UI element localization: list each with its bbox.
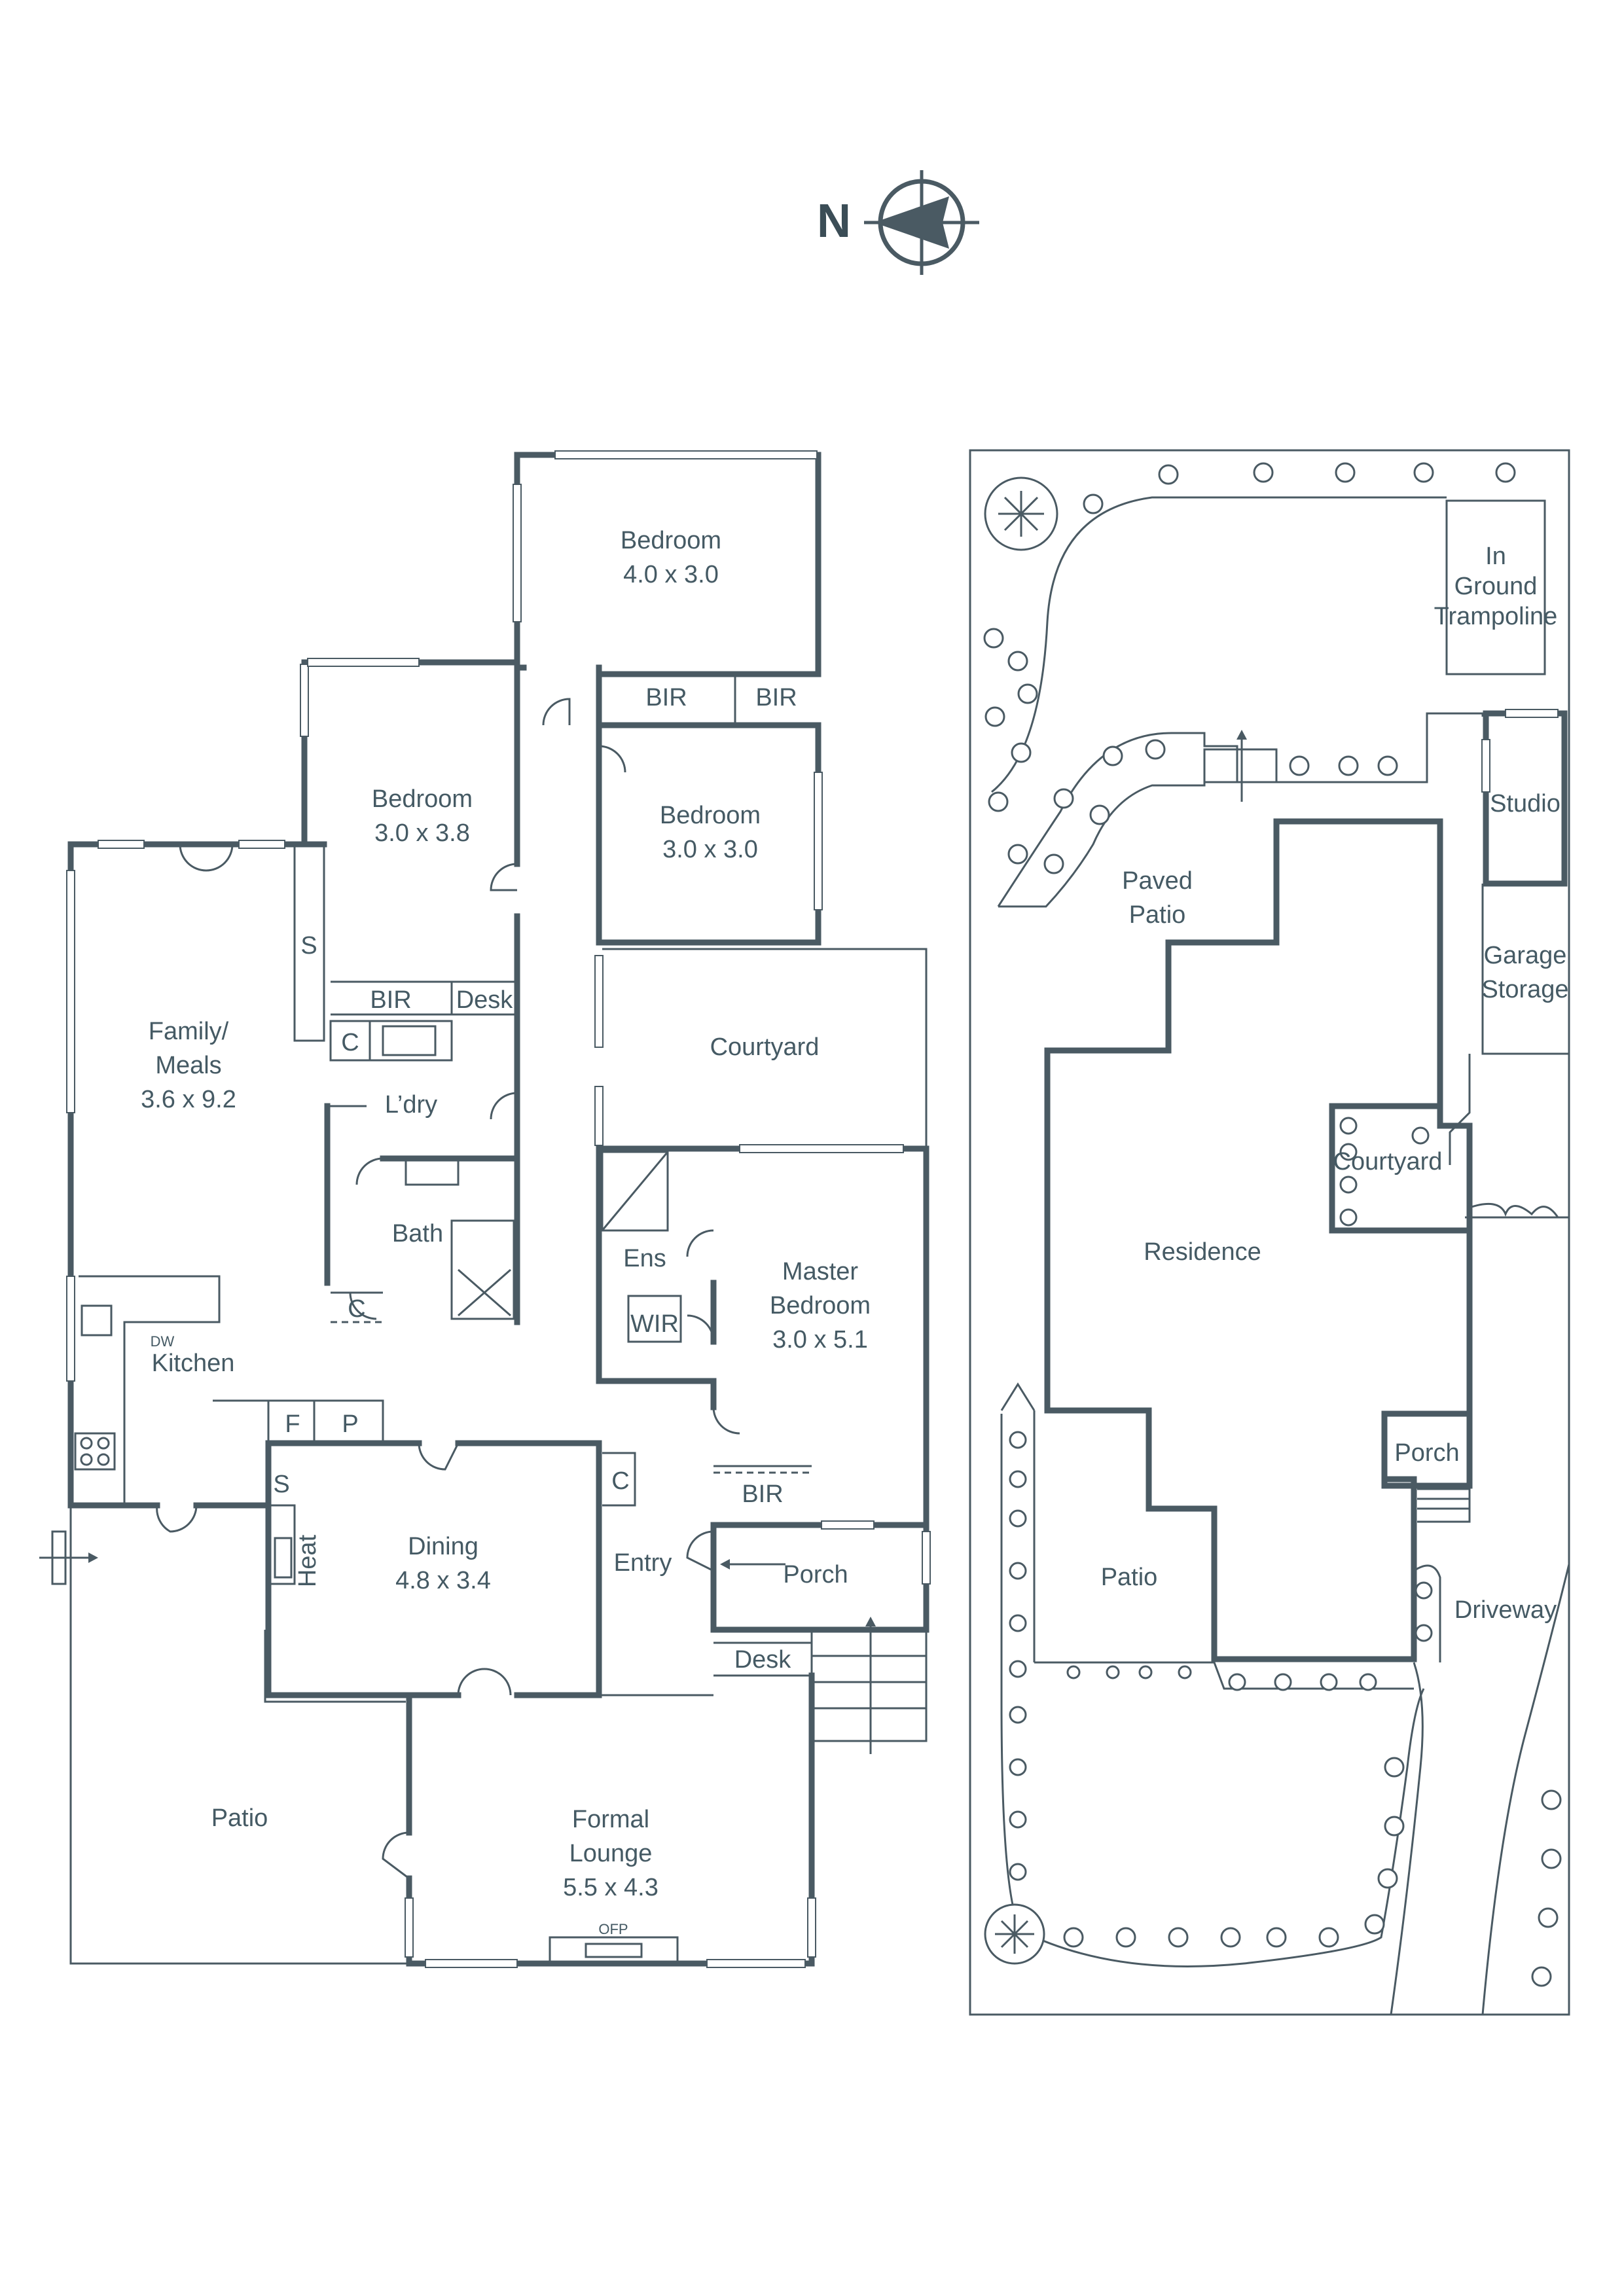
room-label-s-2: S (273, 1471, 289, 1498)
site-label-driveway: Driveway (1454, 1596, 1557, 1624)
room-label-ens: Ens (623, 1245, 666, 1272)
room-label-s-1: S (300, 932, 317, 960)
room-label-master-1: Master (782, 1258, 858, 1285)
fireplace-label-ofp: OFP (598, 1921, 628, 1937)
room-label-bedroom-top: Bedroom (621, 527, 721, 554)
site-label-garage-1: Garage (1484, 942, 1567, 969)
room-label-entry: Entry (614, 1549, 672, 1577)
room-label-master-2: Bedroom (770, 1292, 871, 1319)
room-label-c-3: C (611, 1467, 629, 1495)
north-label: N (817, 195, 851, 247)
side-entry-icon (39, 1530, 98, 1585)
site-label-courtyard: Courtyard (1333, 1148, 1443, 1175)
room-label-lounge-2: Lounge (569, 1840, 653, 1867)
room-size-bedroom-top: 4.0 x 3.0 (623, 561, 719, 588)
site-plan-drawing (969, 449, 1570, 2016)
north-compass-icon (864, 170, 979, 275)
site-label-trampoline-2: Ground (1454, 573, 1538, 600)
site-label-trampoline-1: In (1485, 543, 1506, 570)
room-label-family-1: Family/ (149, 1018, 229, 1045)
room-label-wir: WIR (630, 1310, 679, 1338)
floor-plan-walls (66, 450, 931, 1968)
room-label-bir-mid: BIR (370, 986, 411, 1014)
room-label-c-2: C (348, 1295, 365, 1323)
room-size-bedroom-left: 3.0 x 3.8 (374, 819, 470, 847)
room-label-courtyard: Courtyard (710, 1033, 820, 1061)
door-swings (156, 698, 740, 1880)
site-label-porch: Porch (1394, 1439, 1459, 1467)
room-label-bedroom-left: Bedroom (372, 785, 473, 813)
room-label-patio: Patio (211, 1804, 268, 1832)
room-label-lounge-1: Formal (572, 1806, 649, 1833)
porch-step-arrow-icon (865, 1617, 876, 1626)
room-label-desk-1: Desk (456, 986, 514, 1014)
room-label-p: P (342, 1410, 358, 1438)
room-label-bir-2: BIR (755, 684, 797, 711)
room-label-bir-1: BIR (645, 684, 687, 711)
room-size-master: 3.0 x 5.1 (772, 1326, 868, 1354)
room-label-bir-low: BIR (742, 1480, 783, 1508)
shrub-icons (983, 462, 1562, 1987)
room-label-f: F (285, 1410, 300, 1438)
site-label-residence: Residence (1144, 1238, 1261, 1266)
room-label-bedroom-mid: Bedroom (660, 802, 761, 829)
site-label-studio: Studio (1490, 790, 1561, 817)
site-label-paved-patio-1: Paved (1122, 867, 1193, 895)
room-size-dining: 4.8 x 3.4 (395, 1567, 491, 1594)
room-label-porch: Porch (783, 1561, 848, 1588)
room-size-lounge: 5.5 x 4.3 (563, 1874, 659, 1901)
room-label-dining: Dining (408, 1533, 478, 1560)
room-label-bath: Bath (392, 1220, 443, 1247)
appliance-label-heat: Heat (294, 1534, 321, 1587)
site-label-paved-patio-2: Patio (1129, 901, 1186, 929)
room-size-bedroom-mid: 3.0 x 3.0 (662, 836, 758, 863)
room-size-family: 3.6 x 9.2 (141, 1086, 236, 1113)
site-label-trampoline-3: Trampoline (1434, 603, 1558, 630)
room-label-laundry: L’dry (385, 1091, 437, 1119)
appliance-label-dw: DW (151, 1333, 175, 1350)
site-label-garage-2: Storage (1481, 976, 1568, 1003)
room-label-desk-2: Desk (734, 1646, 792, 1674)
entry-arrowhead-icon (720, 1559, 730, 1570)
room-label-kitchen: Kitchen (152, 1350, 235, 1377)
room-label-family-2: Meals (155, 1052, 221, 1079)
site-label-patio: Patio (1101, 1564, 1158, 1591)
room-label-c-1: C (341, 1029, 359, 1056)
